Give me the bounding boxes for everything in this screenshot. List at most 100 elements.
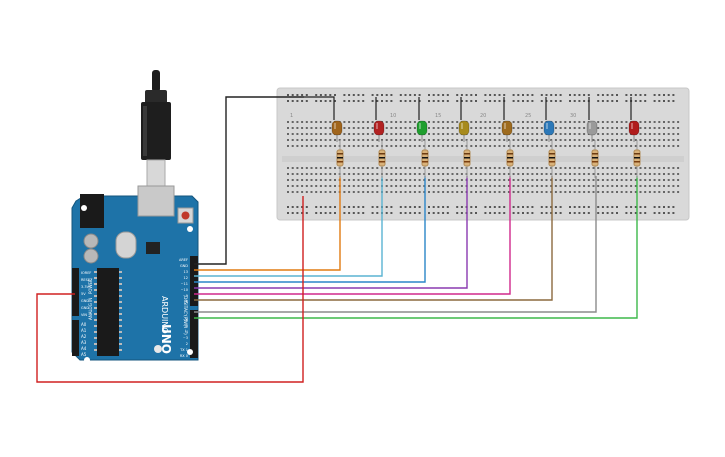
- wire-pin12-lightblue[interactable]: [194, 176, 383, 277]
- pin-label-gnd-2: GND: [81, 306, 89, 310]
- led-8[interactable]: [628, 120, 640, 142]
- terminal-hole: [460, 191, 463, 193]
- terminal-hole: [493, 145, 496, 147]
- rail-hole: [305, 206, 308, 208]
- terminal-hole: [672, 179, 675, 181]
- rail-hole: [442, 94, 445, 96]
- resistor-4[interactable]: [463, 140, 471, 178]
- wire-pin7-gray[interactable]: [194, 176, 597, 313]
- terminal-hole: [663, 179, 665, 181]
- wire-pin10-purple[interactable]: [194, 176, 468, 289]
- terminal-hole: [578, 179, 581, 181]
- terminal-hole: [653, 121, 656, 123]
- wire-pin9-magenta[interactable]: [194, 176, 511, 295]
- rail-hole: [291, 100, 294, 102]
- terminal-hole: [343, 121, 346, 123]
- analog-pin-labels: A0 A1 A2 A3 A4 A5: [81, 322, 87, 357]
- wire-pin13-orange[interactable]: [194, 176, 341, 271]
- terminal-hole: [493, 127, 496, 129]
- terminal-hole: [366, 167, 369, 169]
- resistor-1[interactable]: [336, 140, 344, 178]
- terminal-hole: [446, 185, 449, 187]
- arduino-uno-board[interactable]: ARDUINO UNO DIGITAL (PWM ~) ANALOG IN PO…: [71, 185, 199, 363]
- led-5-body: [501, 120, 513, 136]
- resistor-band: [634, 161, 640, 163]
- led-2[interactable]: [373, 120, 385, 142]
- resistor-2[interactable]: [378, 140, 386, 178]
- resistor-7[interactable]: [591, 140, 599, 178]
- rail-hole: [413, 212, 416, 214]
- chip-pin: [94, 337, 97, 339]
- terminal-hole: [432, 179, 435, 181]
- rail-hole: [512, 206, 515, 208]
- terminal-hole: [489, 185, 492, 187]
- terminal-hole: [601, 139, 604, 141]
- terminal-hole: [352, 127, 355, 129]
- rail-hole: [399, 100, 402, 102]
- resistor-3[interactable]: [421, 140, 429, 178]
- rail-hole: [357, 206, 360, 208]
- rail-hole: [634, 212, 637, 214]
- terminal-hole: [489, 173, 492, 175]
- led-3[interactable]: [416, 120, 428, 142]
- terminal-hole: [395, 191, 398, 193]
- led-7[interactable]: [586, 120, 598, 142]
- terminal-hole: [456, 167, 459, 169]
- terminal-hole: [625, 139, 628, 141]
- led-5[interactable]: [501, 120, 513, 142]
- led-1[interactable]: [331, 120, 343, 142]
- terminal-hole: [611, 127, 614, 129]
- rail-hole: [371, 212, 374, 214]
- terminal-hole: [418, 185, 421, 187]
- wire-pin11-blue[interactable]: [194, 176, 426, 283]
- terminal-hole: [616, 127, 618, 129]
- pin-label-6: ~6: [183, 318, 188, 322]
- terminal-hole: [437, 133, 440, 135]
- terminal-hole: [301, 167, 304, 169]
- wire-pin8-brown[interactable]: [194, 176, 553, 301]
- terminal-hole: [390, 173, 393, 175]
- terminal-hole: [470, 173, 473, 175]
- resistor-5[interactable]: [506, 140, 514, 178]
- crystal-oscillator: [115, 231, 137, 259]
- rail-hole: [672, 100, 675, 102]
- rail-hole: [301, 206, 304, 208]
- terminal-hole: [616, 191, 618, 193]
- terminal-hole: [376, 191, 379, 193]
- led-4[interactable]: [458, 120, 470, 142]
- terminal-hole: [432, 167, 435, 169]
- rail-hole: [606, 206, 609, 208]
- terminal-hole: [658, 191, 661, 193]
- rail-hole: [329, 94, 332, 96]
- pin-label-a5: A5: [81, 352, 87, 357]
- rail-hole: [352, 212, 355, 214]
- wire-5v-red[interactable]: [36, 196, 304, 383]
- rail-hole: [484, 100, 487, 102]
- terminal-hole: [601, 167, 604, 169]
- led-6[interactable]: [543, 120, 555, 142]
- rail-hole: [559, 206, 562, 208]
- wire-gnd-black[interactable]: [194, 96, 304, 265]
- terminal-hole: [409, 167, 412, 169]
- terminal-hole: [512, 185, 515, 187]
- terminal-hole: [625, 133, 628, 135]
- terminal-hole: [578, 191, 581, 193]
- terminal-hole: [559, 191, 562, 193]
- usb-cable[interactable]: [141, 70, 171, 187]
- terminal-hole: [536, 185, 539, 187]
- terminal-hole: [517, 167, 520, 169]
- terminal-hole: [399, 167, 402, 169]
- terminal-hole: [550, 191, 553, 193]
- terminal-hole: [616, 173, 618, 175]
- resistor-8[interactable]: [633, 140, 641, 178]
- terminal-hole: [653, 145, 656, 147]
- resistor-6[interactable]: [548, 140, 556, 178]
- terminal-hole: [587, 185, 590, 187]
- led-6-body: [543, 120, 555, 136]
- pin-label-13: 13: [184, 270, 188, 274]
- terminal-hole: [644, 133, 647, 135]
- terminal-hole: [301, 185, 304, 187]
- terminal-hole: [470, 139, 473, 141]
- wire-pin6-green[interactable]: [194, 176, 638, 319]
- terminal-hole: [343, 179, 346, 181]
